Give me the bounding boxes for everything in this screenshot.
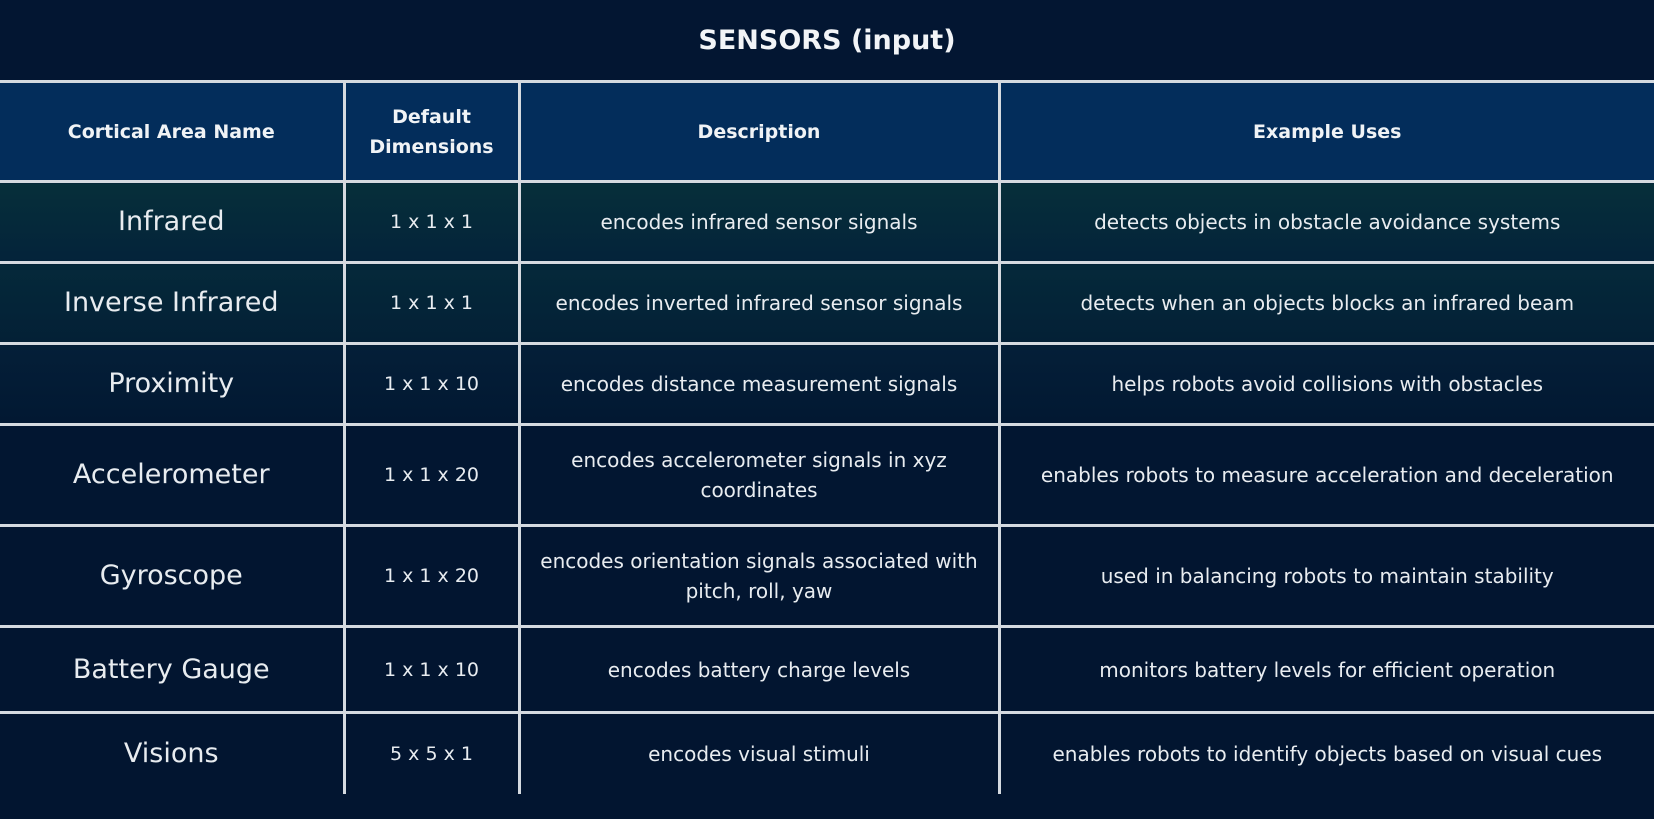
description-cell: encodes orientation signals associated w… xyxy=(517,524,1001,628)
description-cell: encodes battery charge levels xyxy=(517,625,1001,714)
header-default-dimensions: Default Dimensions xyxy=(342,80,521,183)
example-uses-cell: enables robots to identify objects based… xyxy=(997,711,1654,794)
dimensions-cell: 5 x 5 x 1 xyxy=(342,711,521,794)
example-uses-cell: detects objects in obstacle avoidance sy… xyxy=(997,180,1654,264)
header-example-uses: Example Uses xyxy=(997,80,1654,183)
description-cell: encodes visual stimuli xyxy=(517,711,1001,794)
example-uses-cell: helps robots avoid collisions with obsta… xyxy=(997,342,1654,426)
example-uses-cell: used in balancing robots to maintain sta… xyxy=(997,524,1654,628)
dimensions-cell: 1 x 1 x 20 xyxy=(342,524,521,628)
header-row: Cortical Area Name Default Dimensions De… xyxy=(0,80,1654,183)
name-cell: Accelerometer xyxy=(0,423,346,527)
example-uses-cell: enables robots to measure acceleration a… xyxy=(997,423,1654,527)
example-uses-cell: monitors battery levels for efficient op… xyxy=(997,625,1654,714)
name-cell: Visions xyxy=(0,711,346,794)
name-cell: Proximity xyxy=(0,342,346,426)
dimensions-cell: 1 x 1 x 1 xyxy=(342,261,521,345)
dimensions-cell: 1 x 1 x 10 xyxy=(342,342,521,426)
name-cell: Battery Gauge xyxy=(0,625,346,714)
name-cell: Inverse Infrared xyxy=(0,261,346,345)
header-description: Description xyxy=(517,80,1001,183)
dimensions-cell: 1 x 1 x 1 xyxy=(342,180,521,264)
header-cortical-area-name: Cortical Area Name xyxy=(0,80,346,183)
table-title: SENSORS (input) xyxy=(0,0,1654,80)
sensors-table: Cortical Area Name Default Dimensions De… xyxy=(0,80,1654,794)
dimensions-cell: 1 x 1 x 10 xyxy=(342,625,521,714)
example-uses-cell: detects when an objects blocks an infrar… xyxy=(997,261,1654,345)
description-cell: encodes inverted infrared sensor signals xyxy=(517,261,1001,345)
name-cell: Gyroscope xyxy=(0,524,346,628)
description-cell: encodes accelerometer signals in xyz coo… xyxy=(517,423,1001,527)
name-cell: Infrared xyxy=(0,180,346,264)
description-cell: encodes distance measurement signals xyxy=(517,342,1001,426)
dimensions-cell: 1 x 1 x 20 xyxy=(342,423,521,527)
description-cell: encodes infrared sensor signals xyxy=(517,180,1001,264)
